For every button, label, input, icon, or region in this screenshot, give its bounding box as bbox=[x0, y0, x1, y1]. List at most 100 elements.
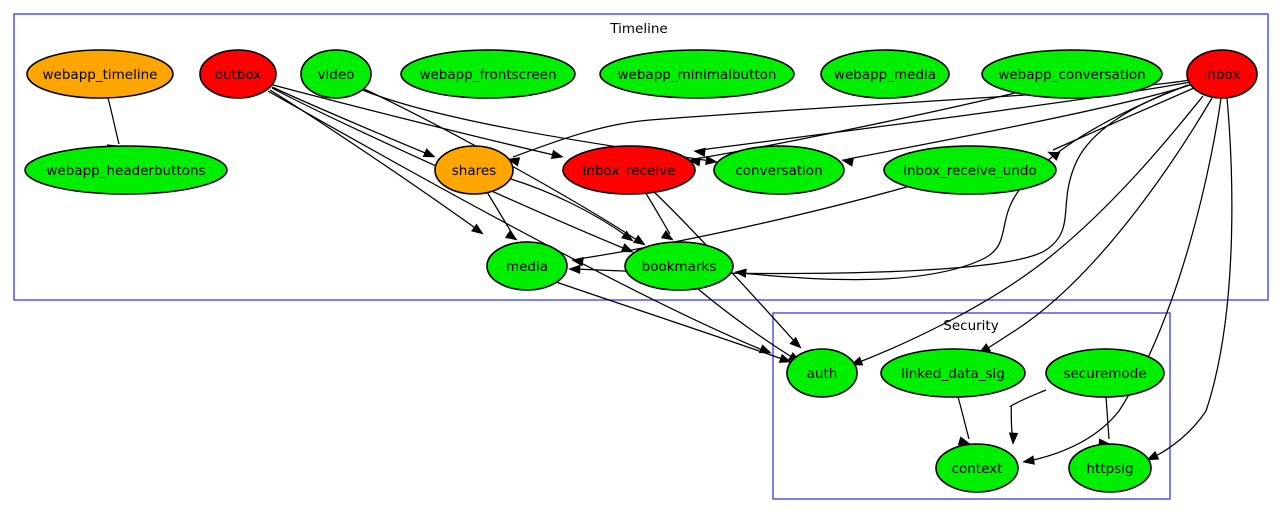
edge-arrowhead bbox=[621, 230, 634, 242]
cluster-label-timeline: Timeline bbox=[609, 21, 667, 37]
node-shape-conversation[interactable] bbox=[713, 145, 845, 195]
node-shape-webapp_headerbuttons[interactable] bbox=[24, 145, 228, 195]
edge-shares-to-bookmarks[interactable] bbox=[510, 178, 636, 244]
edge-line bbox=[699, 81, 1191, 151]
edge-hit-area[interactable] bbox=[578, 186, 910, 259]
node-context[interactable]: context bbox=[935, 443, 1019, 493]
node-media[interactable]: media bbox=[486, 241, 568, 291]
edge-arrowhead bbox=[504, 229, 518, 241]
node-webapp_conversation[interactable]: webapp_conversation bbox=[981, 49, 1163, 99]
edge-line bbox=[1008, 389, 1047, 443]
node-shape-securemode[interactable] bbox=[1045, 348, 1165, 398]
edge-hit-area[interactable] bbox=[1152, 98, 1232, 458]
node-shape-inbox_receive_undo[interactable] bbox=[883, 145, 1057, 195]
edge-line bbox=[1151, 97, 1233, 459]
node-shape-webapp_media[interactable] bbox=[820, 49, 950, 99]
node-shape-inbox_receive[interactable] bbox=[562, 145, 696, 195]
node-shares[interactable]: shares bbox=[434, 145, 514, 195]
node-shape-inbox[interactable] bbox=[1186, 49, 1258, 99]
node-shape-bookmarks[interactable] bbox=[624, 241, 734, 291]
node-webapp_headerbuttons[interactable]: webapp_headerbuttons bbox=[24, 145, 228, 195]
edge-inbox-to-inbox_receive[interactable] bbox=[693, 81, 1191, 158]
node-shape-outbox[interactable] bbox=[199, 49, 277, 99]
edge-webapp_timeline-to-webapp_headerbuttons[interactable] bbox=[106, 97, 120, 154]
cluster-security: Security bbox=[772, 312, 1171, 500]
edge-outbox-to-shares[interactable] bbox=[271, 86, 437, 161]
node-shape-webapp_frontscreen[interactable] bbox=[400, 49, 576, 99]
edge-line bbox=[510, 178, 629, 238]
edge-inbox-to-httpsig[interactable] bbox=[1145, 97, 1233, 464]
edge-line bbox=[957, 396, 970, 440]
node-shape-webapp_minimalbutton[interactable] bbox=[599, 49, 795, 99]
edge-arrowhead bbox=[471, 223, 484, 235]
edge-hit-area[interactable] bbox=[958, 397, 969, 439]
edge-line bbox=[740, 84, 1189, 281]
edge-inbox-to-conversation[interactable] bbox=[841, 84, 1191, 167]
edge-line bbox=[269, 89, 479, 231]
edge-arrowhead bbox=[550, 149, 564, 160]
edge-outbox-to-auth[interactable] bbox=[267, 90, 773, 357]
edge-media-to-auth[interactable] bbox=[555, 281, 792, 366]
node-auth[interactable]: auth bbox=[786, 348, 858, 398]
edge-arrowhead bbox=[778, 353, 792, 363]
edge-line bbox=[847, 84, 1191, 160]
edge-arrowhead bbox=[688, 157, 701, 167]
node-shape-auth[interactable] bbox=[786, 348, 858, 398]
edge-arrowhead bbox=[1008, 432, 1019, 445]
cluster-border-timeline bbox=[13, 13, 1269, 301]
edge-hit-area[interactable] bbox=[1106, 397, 1109, 439]
node-shape-httpsig[interactable] bbox=[1068, 443, 1152, 493]
cluster-border-security bbox=[772, 312, 1171, 500]
edge-securemode-to-context[interactable] bbox=[1008, 389, 1047, 445]
node-shape-linked_data_sig[interactable] bbox=[880, 348, 1026, 398]
edge-arrowhead bbox=[632, 234, 646, 246]
edge-inbox_receive_undo-to-media[interactable] bbox=[571, 185, 911, 267]
edge-hit-area[interactable] bbox=[108, 98, 119, 144]
node-inbox_receive_undo[interactable]: inbox_receive_undo bbox=[883, 145, 1057, 195]
node-webapp_frontscreen[interactable]: webapp_frontscreen bbox=[400, 49, 576, 99]
node-shape-webapp_timeline[interactable] bbox=[26, 49, 174, 99]
edge-inbox-to-auth[interactable] bbox=[849, 95, 1204, 369]
node-httpsig[interactable]: httpsig bbox=[1068, 443, 1152, 493]
edge-line bbox=[107, 97, 120, 145]
node-inbox_receive[interactable]: inbox_receive bbox=[562, 145, 696, 195]
edge-outbox-to-media[interactable] bbox=[269, 89, 485, 237]
edge-arrowhead bbox=[734, 268, 747, 278]
node-bookmarks[interactable]: bookmarks bbox=[624, 241, 734, 291]
node-shape-webapp_conversation[interactable] bbox=[981, 49, 1163, 99]
edge-arrowhead bbox=[841, 157, 854, 167]
node-conversation[interactable]: conversation bbox=[713, 145, 845, 195]
cluster-timeline: Timeline bbox=[13, 13, 1269, 301]
edge-arrowhead bbox=[507, 157, 521, 167]
edge-securemode-to-httpsig[interactable] bbox=[1098, 396, 1111, 448]
node-shape-shares[interactable] bbox=[434, 145, 514, 195]
node-webapp_minimalbutton[interactable]: webapp_minimalbutton bbox=[599, 49, 795, 99]
edge-arrowhead bbox=[660, 230, 674, 241]
edge-arrowhead bbox=[568, 264, 581, 275]
cluster-label-backing-timeline bbox=[603, 19, 675, 37]
edge-shares-to-media[interactable] bbox=[486, 191, 519, 244]
node-shape-video[interactable] bbox=[300, 49, 372, 99]
edge-arrowhead bbox=[1146, 450, 1160, 461]
edge-inbox-to-bookmarks[interactable] bbox=[734, 84, 1189, 281]
node-securemode[interactable]: securemode bbox=[1045, 348, 1165, 398]
edge-arrowhead bbox=[693, 147, 706, 158]
node-shape-media[interactable] bbox=[486, 241, 568, 291]
node-linked_data_sig[interactable]: linked_data_sig bbox=[880, 348, 1026, 398]
edge-linked_data_sig-to-context[interactable] bbox=[957, 396, 971, 448]
node-inbox[interactable]: inbox bbox=[1186, 49, 1258, 99]
edge-arrowhead bbox=[422, 148, 436, 158]
node-video[interactable]: video bbox=[300, 49, 372, 99]
edge-inbox_receive-to-bookmarks[interactable] bbox=[644, 191, 675, 244]
edge-line bbox=[1105, 396, 1110, 440]
edge-outbox-to-inbox_receive[interactable] bbox=[272, 84, 564, 161]
edge-arrowhead bbox=[1022, 455, 1035, 465]
edge-line bbox=[271, 86, 431, 156]
edge-arrowhead bbox=[571, 256, 584, 267]
edge-line bbox=[644, 191, 671, 235]
node-webapp_media[interactable]: webapp_media bbox=[820, 49, 950, 99]
node-shape-context[interactable] bbox=[935, 443, 1019, 493]
node-outbox[interactable]: outbox bbox=[199, 49, 277, 99]
edge-line bbox=[577, 185, 911, 260]
node-webapp_timeline[interactable]: webapp_timeline bbox=[26, 49, 174, 99]
